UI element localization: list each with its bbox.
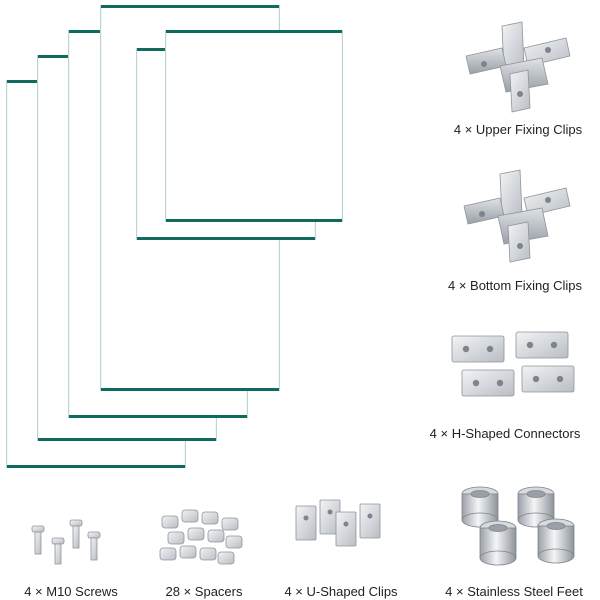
u-shaped-clips-label: 4 × U-Shaped Clips [284,584,398,599]
stainless-steel-feet-image [461,486,575,566]
spacers-image [159,509,243,565]
upper-fixing-clip-image [465,21,571,113]
h-shaped-connectors-image [451,331,575,397]
glass-panel-6 [165,30,343,222]
m10-screws-label: 4 × M10 Screws [24,584,118,599]
m10-screws-image [31,519,101,565]
u-shaped-clips-image [295,499,381,547]
bottom-fixing-clips-label: 4 × Bottom Fixing Clips [447,278,583,293]
upper-fixing-clips-label: 4 × Upper Fixing Clips [453,122,583,137]
stainless-steel-feet-label: 4 × Stainless Steel Feet [445,584,583,599]
spacers-label: 28 × Spacers [165,584,243,599]
h-shaped-connectors-label: 4 × H-Shaped Connectors [429,426,581,441]
bottom-fixing-clip-image [463,169,571,263]
